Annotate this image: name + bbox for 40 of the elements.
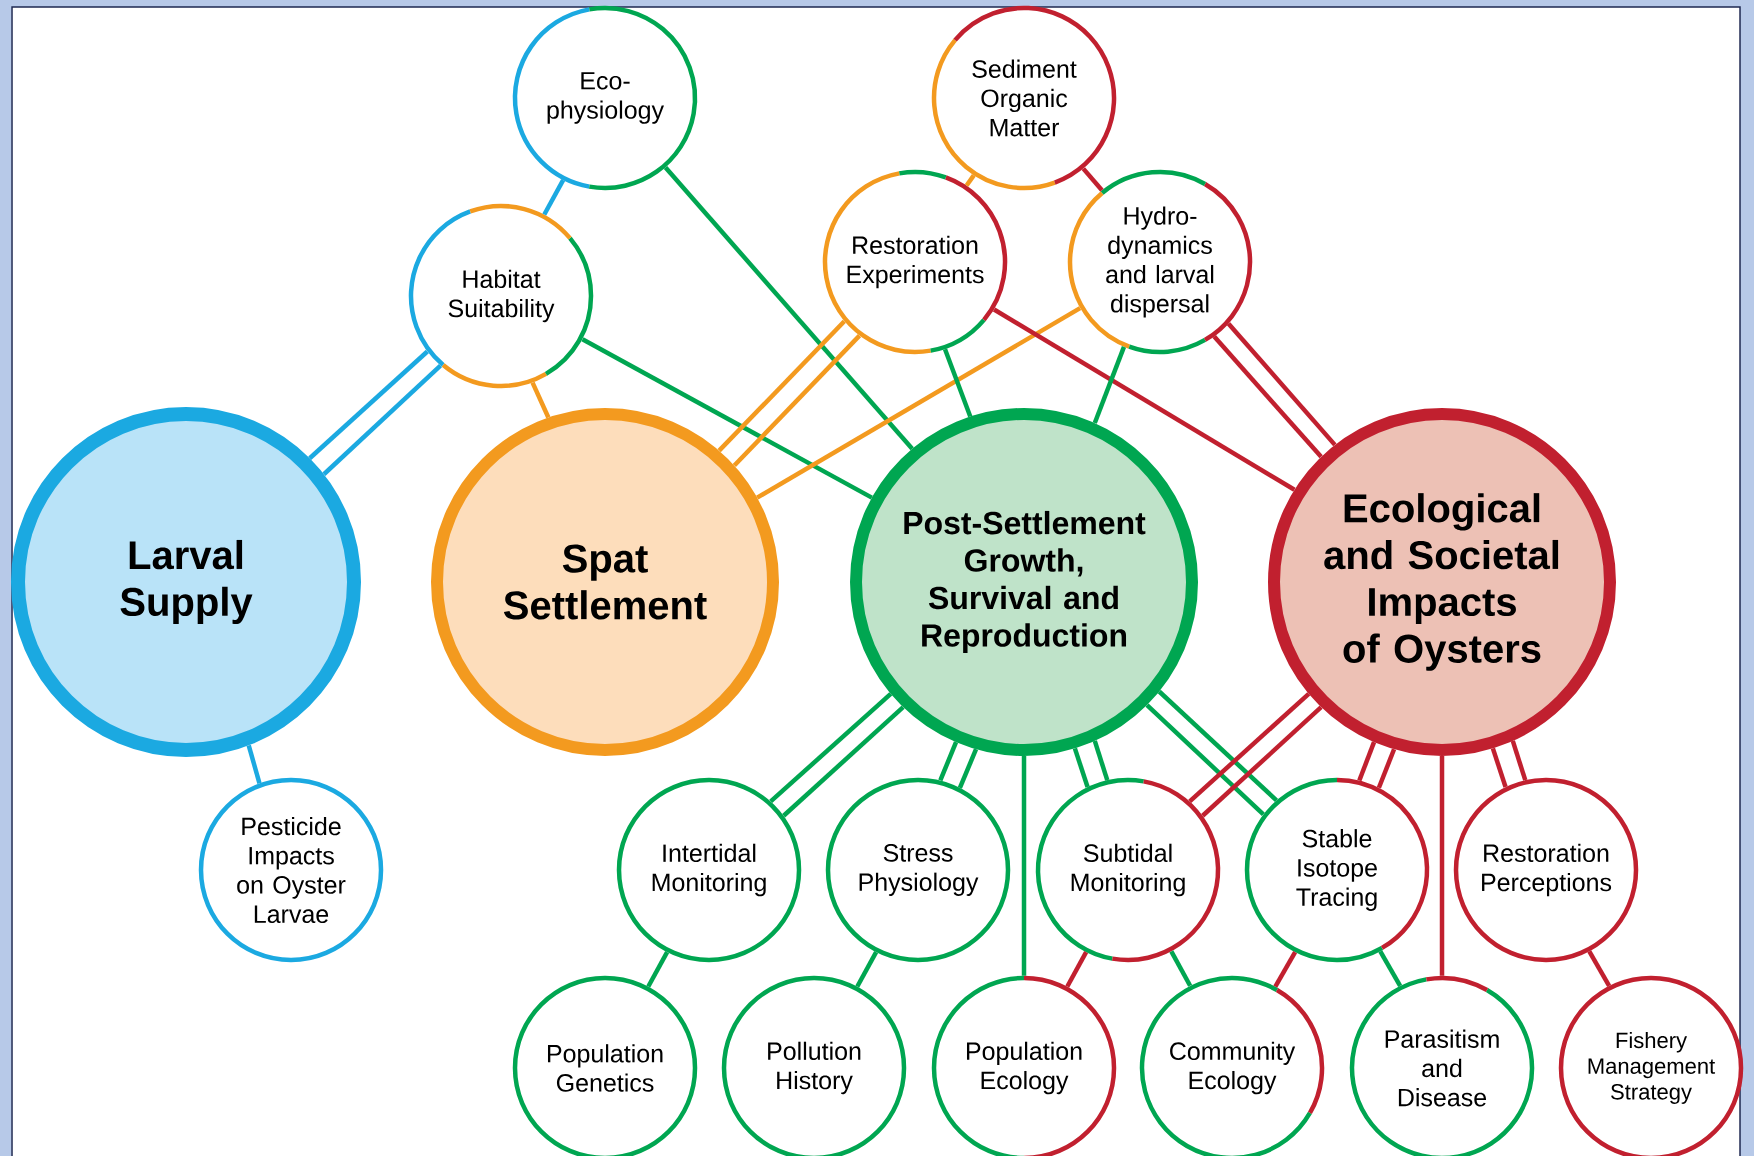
connector-line bbox=[1065, 951, 1089, 988]
connector-line bbox=[782, 705, 905, 818]
connector-line bbox=[1092, 346, 1127, 424]
connector-line bbox=[957, 748, 979, 789]
connector-line bbox=[942, 348, 973, 418]
connector-line bbox=[1072, 747, 1090, 788]
connector-line bbox=[1092, 740, 1110, 781]
connector-line bbox=[1157, 689, 1278, 802]
connector-line bbox=[1273, 951, 1298, 988]
connector-line bbox=[769, 692, 893, 804]
connector-line bbox=[1188, 692, 1311, 804]
connector-line bbox=[1587, 950, 1612, 987]
connector-line bbox=[1439, 756, 1445, 976]
connector-line bbox=[1226, 322, 1337, 447]
connector-line bbox=[663, 166, 914, 451]
connector-line bbox=[992, 307, 1296, 492]
connector-line bbox=[1201, 705, 1323, 818]
connector-line bbox=[308, 349, 429, 460]
connector-line bbox=[530, 381, 551, 419]
connector-line bbox=[1510, 740, 1528, 781]
connector-line bbox=[542, 179, 566, 216]
connector-line bbox=[1081, 167, 1104, 192]
connector-line bbox=[1145, 703, 1265, 817]
connector-line bbox=[246, 744, 262, 784]
connector-line bbox=[1212, 335, 1323, 459]
connector-line bbox=[1378, 950, 1403, 987]
connector-line bbox=[1357, 741, 1377, 782]
connector-line bbox=[938, 741, 959, 782]
connector-line bbox=[756, 306, 1082, 500]
connector-line bbox=[1376, 748, 1397, 789]
connector-line bbox=[855, 951, 879, 988]
connector-line bbox=[1021, 756, 1027, 976]
connector-line bbox=[322, 363, 443, 476]
connector-line bbox=[581, 337, 873, 500]
connector-line bbox=[717, 319, 846, 453]
connector-line bbox=[1490, 747, 1508, 788]
connector-line bbox=[964, 174, 976, 187]
connector-line bbox=[646, 951, 670, 988]
connector-line bbox=[732, 334, 862, 468]
connector-line bbox=[1169, 950, 1193, 987]
